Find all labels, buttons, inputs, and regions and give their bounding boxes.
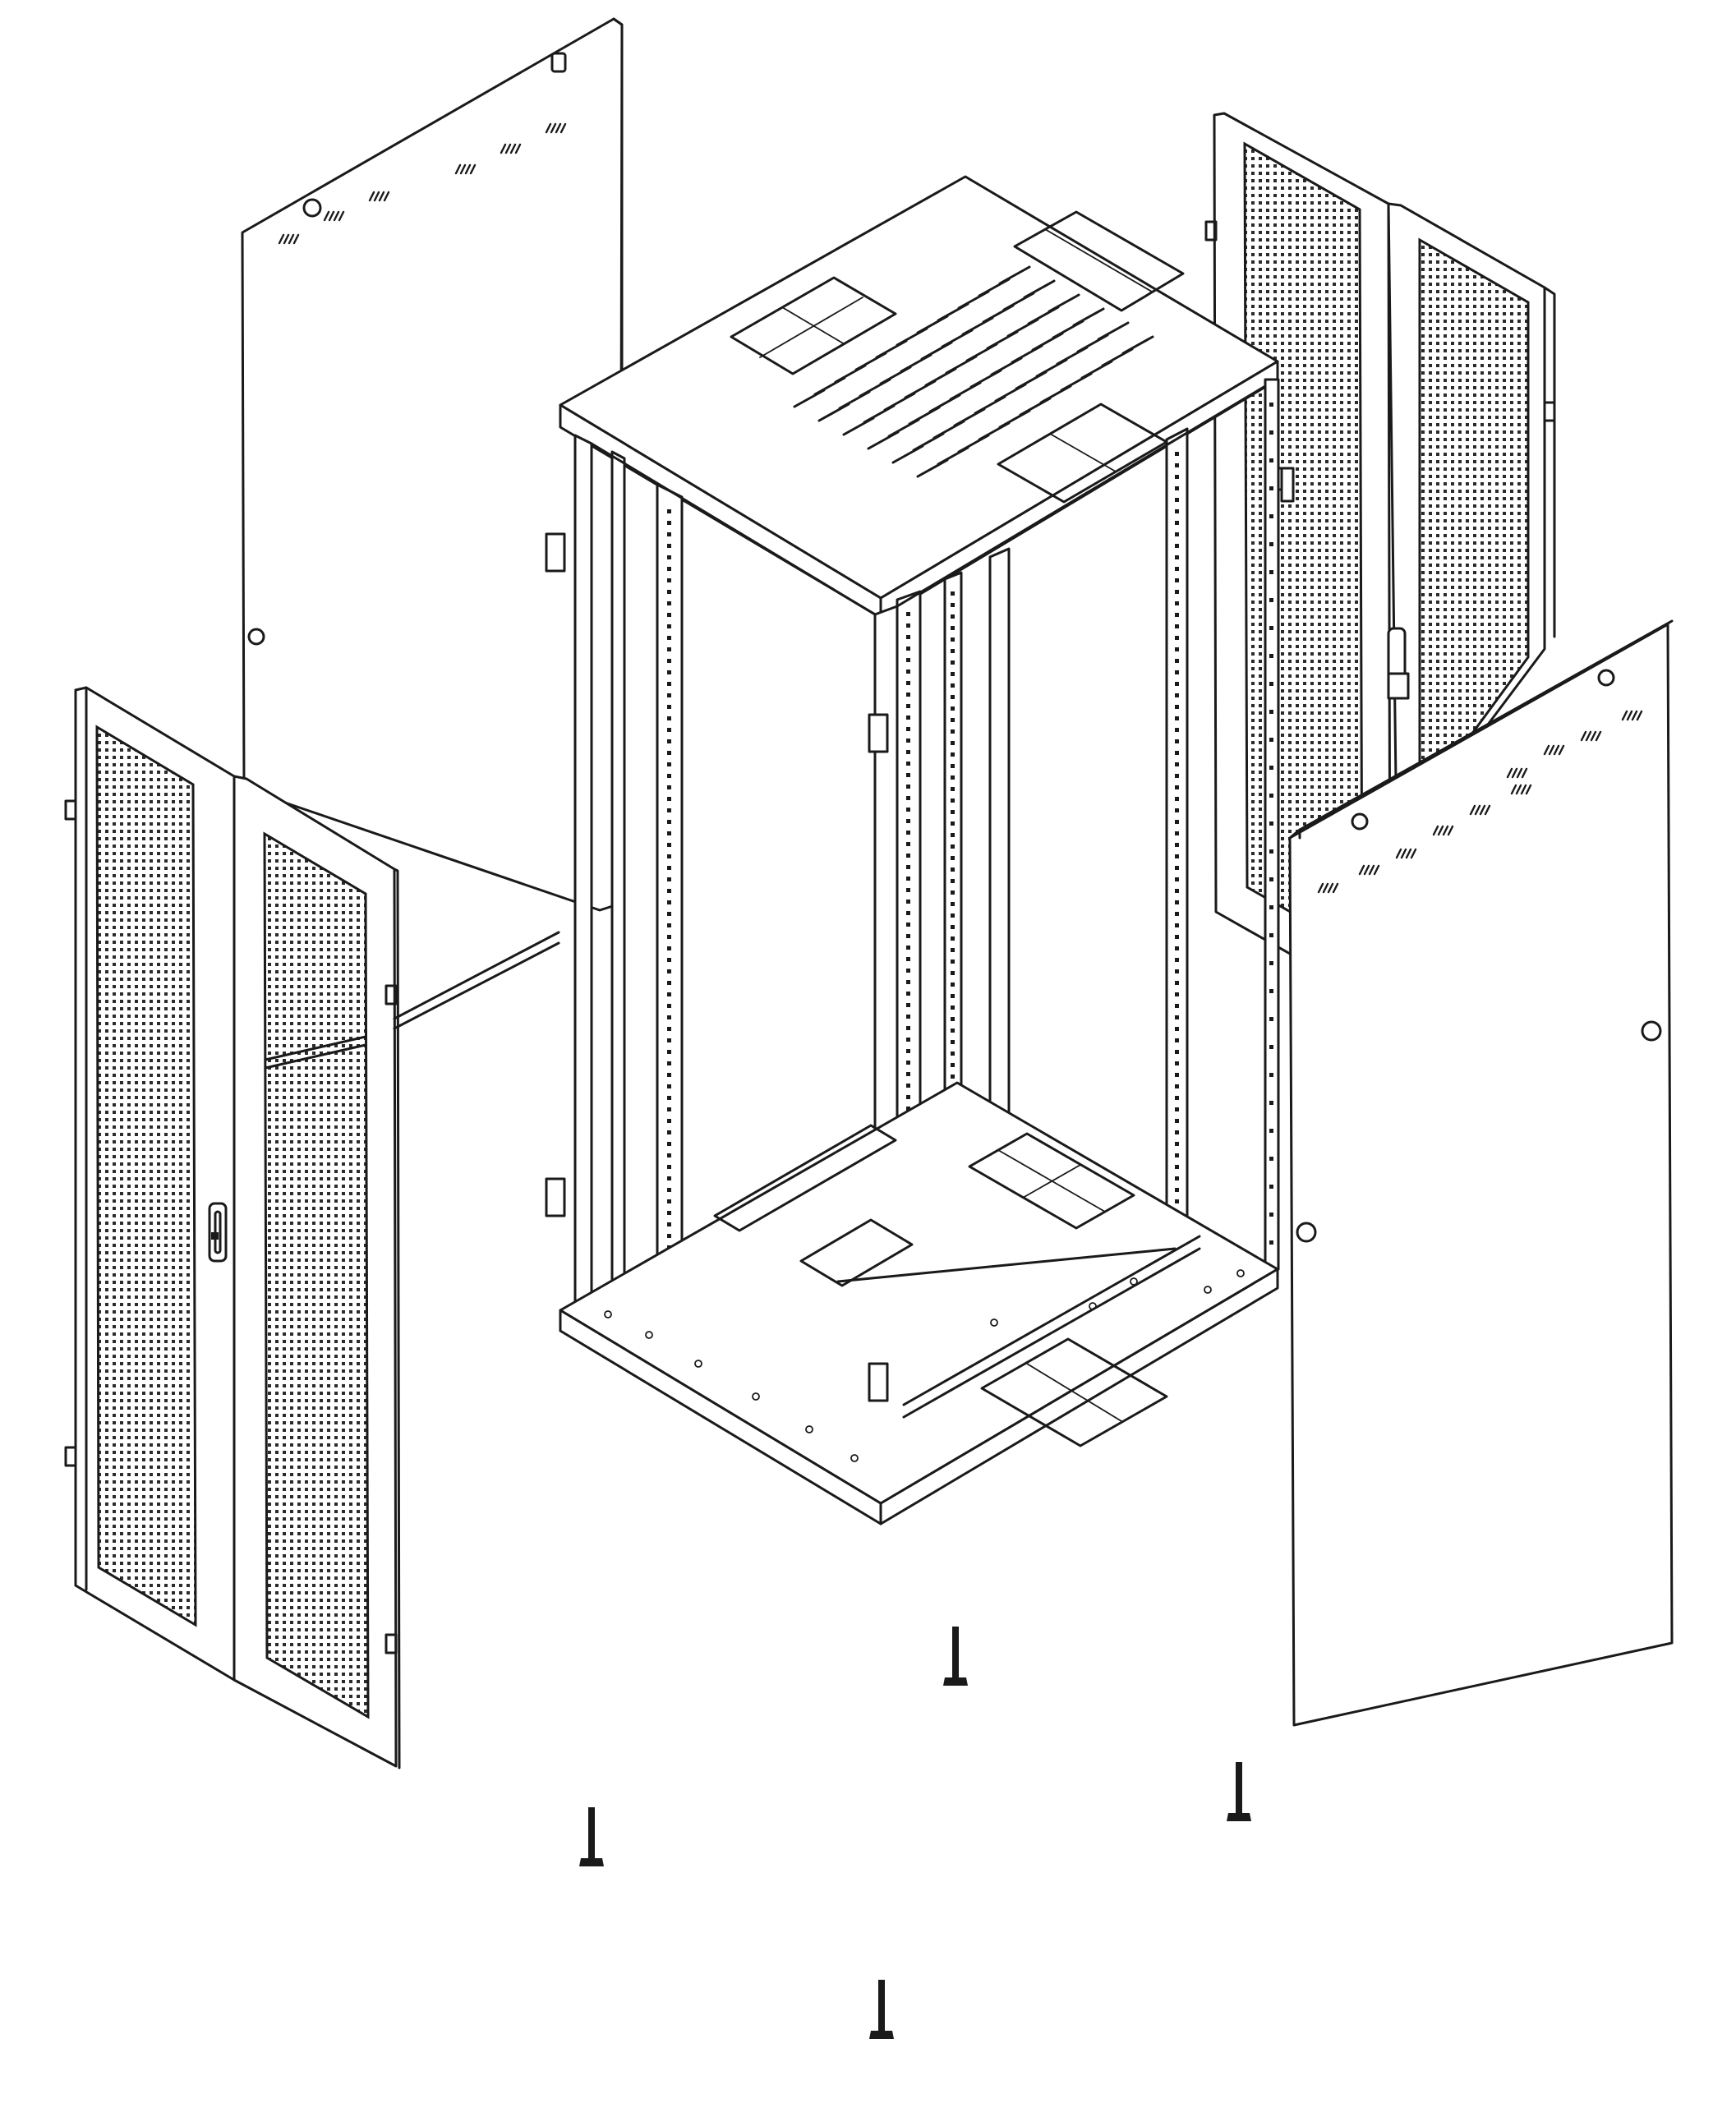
rail-holes [1175,452,1179,1249]
rear-double-door [1204,112,1556,1012]
base-holes [604,1269,1245,1462]
left-side-panel-latch-icon [247,52,567,646]
frame-hinge-icon [545,467,1295,1402]
front-door-right-mesh [263,831,370,1719]
right-side-panel-lock-icon [1296,669,1662,1243]
leveling-feet [579,1627,1251,2039]
rail-holes [667,509,671,1307]
base-cable-entry [968,1132,1135,1230]
base-side-edge [879,1268,1279,1525]
left-side-panel-face [241,17,624,912]
right-side-panel-slots [1317,710,1643,894]
rear-door-right-mesh [1418,237,1530,809]
leveling-foot-icon [579,1807,604,1866]
top-cable-entry [730,276,897,375]
front-left-post [573,434,593,1320]
base-cable-entry [799,1218,914,1287]
rear-door-handle-icon [1387,627,1410,700]
leveling-foot-icon [869,1980,894,2039]
front-door-handle-icon [208,1202,228,1263]
front-door-left-mesh [95,725,197,1627]
top-cable-entry [1013,210,1185,312]
base-cable-entry [980,1337,1168,1447]
front-double-door [64,686,401,1769]
top-vent-slots [793,265,1154,478]
front-door-hinge-icon [64,799,398,1654]
left-side-panel-slots [278,122,567,245]
leveling-foot-icon [1227,1762,1251,1821]
rear-right-post-holes [1269,403,1273,1245]
leveling-foot-icon [943,1627,968,1686]
cabinet-frame [545,175,1295,1525]
top-cover [559,175,1279,619]
mounting-rail-front-left [656,483,684,1332]
front-door-crossbar [264,1043,367,1070]
left-side-panel [241,17,624,912]
right-side-panel [1288,619,1674,1727]
right-side-panel-face [1288,623,1674,1727]
